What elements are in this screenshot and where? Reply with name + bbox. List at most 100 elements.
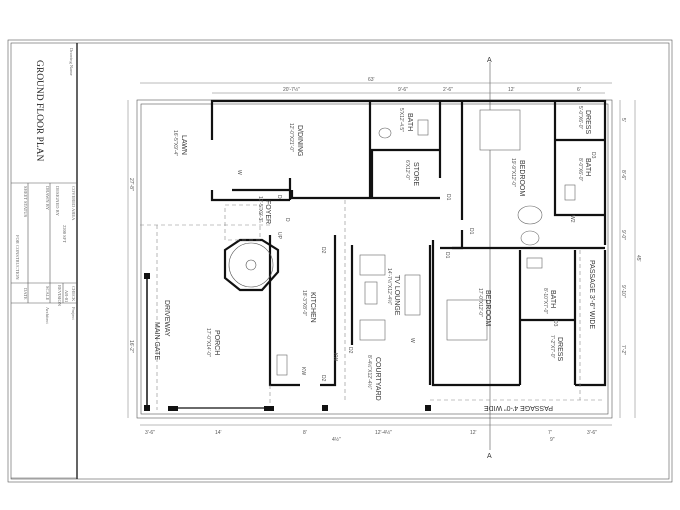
door-tag: D3 <box>590 152 596 159</box>
sheet-number: AR-01 <box>64 290 69 302</box>
date-label: DATE <box>23 288 28 300</box>
door-tag: D <box>276 195 282 199</box>
dim-right: 7'-2" <box>620 345 626 355</box>
store-name: STORE <box>412 162 419 186</box>
door-tag: D1 <box>468 228 474 235</box>
bath-3-name: BATH <box>549 290 556 308</box>
stove <box>276 354 288 376</box>
covered-area-label: COVERED AREA <box>71 186 76 221</box>
bedroom-2-size: 17'-0"X12'-0" <box>477 288 483 317</box>
scale-label: SCALE <box>45 286 50 301</box>
kitchen-size: 18'-3"X8'-0" <box>301 290 307 316</box>
dim-right: 9'-0" <box>620 230 626 240</box>
dining-size: 12'-0"X21'-0" <box>288 123 294 152</box>
dim-right: 9'-10" <box>620 285 626 298</box>
door-tag: D1 <box>444 252 450 259</box>
dim-top: 6' <box>577 87 581 93</box>
dim-bottom: 14' <box>215 430 222 436</box>
bed <box>479 109 521 151</box>
bath-2-size: 8'-0"X6'-0" <box>577 158 583 181</box>
plot-inner-boundary <box>140 103 609 415</box>
foyer-size: 12'-5"X9'-3" <box>257 196 263 222</box>
passage-side-label: PASSAGE 3'-6" WIDE <box>588 260 595 329</box>
window-tag: W <box>236 170 242 175</box>
dim-right: 8'-6" <box>620 170 626 180</box>
section-marker-bottom: A <box>487 453 492 460</box>
dim-top: 9'-6" <box>398 87 408 93</box>
porch-size: 17'-0"X14'-0" <box>205 328 211 357</box>
toilet <box>417 119 429 136</box>
covered-area-value: 2200 SFT <box>62 225 67 243</box>
dashed-outlines <box>140 200 605 410</box>
bath-name: BATH <box>406 113 413 131</box>
main-gate-label: MAIN GATE <box>153 322 160 360</box>
drawn-by-label: DRAWN BY <box>45 186 50 211</box>
driveway-label: DRIVEWAY <box>163 300 170 337</box>
project-label: Project <box>71 307 76 320</box>
bedroom-1-name: BEDROOM <box>518 160 525 196</box>
tv-lounge-size: 14'-7½"X12'-4½" <box>386 268 393 305</box>
bedroom-1-size: 19'-9"X12'-0" <box>510 158 516 187</box>
sofa <box>359 319 386 341</box>
door-tag: D3 <box>552 320 558 327</box>
sofa <box>404 274 421 316</box>
window-tag: W <box>409 338 415 343</box>
title-block: Drawing Name GROUND FLOOR PLAN COVERED A… <box>11 48 77 479</box>
level-mark: 4½" <box>332 436 341 443</box>
stair-up-tag: UP <box>276 232 282 240</box>
kitchen-window-tag: KW <box>332 353 338 361</box>
room-labels: LAWN 16'-5"X9'-4" D/DINING 12'-0"X21'-0"… <box>153 106 595 411</box>
columns <box>144 273 431 411</box>
check-label: CHECK <box>71 286 76 302</box>
dim-left-lower: 16'-2" <box>128 340 134 353</box>
dress-2-name: DRESS <box>556 337 563 361</box>
dim-top: 12' <box>508 87 515 93</box>
bedroom-2-name: BEDROOM <box>484 290 491 326</box>
section-marker-top: A <box>487 57 492 64</box>
dim-right-overall: 45' <box>635 255 641 262</box>
dim-bottom: 12' <box>470 430 477 436</box>
courtyard-size: 8'-4½"X12'-4½" <box>366 355 373 390</box>
bath-size: 5'X12'-4.5" <box>398 108 404 132</box>
level-mark: 9" <box>550 437 555 443</box>
door-tag: D2 <box>320 375 326 382</box>
architect-label: Architect <box>45 307 50 324</box>
door-tag: D <box>284 218 290 222</box>
door-tag: D2 <box>320 247 326 254</box>
bath-3-size: 8'-10"X7'-0" <box>542 288 548 314</box>
door-tag: D2 <box>347 347 353 354</box>
sheet-status-value: FOR CONSTRUCTION <box>15 235 20 280</box>
kitchen-window-tag: KW <box>300 367 306 375</box>
door-tag: D1 <box>445 194 451 201</box>
stair-landing <box>224 204 261 241</box>
dim-bottom: 3'-6" <box>587 430 597 436</box>
bath-2-name: BATH <box>584 158 591 176</box>
toilet <box>564 184 576 201</box>
chair <box>520 230 540 246</box>
foyer-name: FOYER <box>264 200 271 224</box>
sheet-status-label: SHEET STATUS <box>23 186 28 218</box>
dim-top-overall: 63' <box>368 77 375 83</box>
lawn-name: LAWN <box>180 135 187 155</box>
sheet-border <box>7 39 673 483</box>
chair <box>517 205 543 225</box>
courtyard-name: COURTYARD <box>374 357 381 401</box>
drawing-name-label: Drawing Name <box>69 48 74 76</box>
table <box>364 281 378 305</box>
sheet-inner-border <box>10 42 670 480</box>
walls <box>210 99 607 387</box>
dress-2-size: 7'-2"X7'-0" <box>549 335 555 358</box>
dim-left-overall: 27'-8" <box>128 178 134 191</box>
kitchen-name: KITCHEN <box>309 292 316 323</box>
dress-1-size: 5'-0"X6'-0" <box>577 106 583 129</box>
store-size: 6'X12'-0" <box>404 160 410 180</box>
revision-label: REVISION <box>57 285 62 307</box>
dim-top: 2'-6" <box>443 87 453 93</box>
opening-tags: W D D UP D1 D1 D1 W2 D3 D3 D2 D2 D2 KW K… <box>236 152 596 382</box>
dim-bottom: 7' <box>548 430 552 436</box>
tv-lounge-name: TV LOUNGE <box>393 275 400 316</box>
dim-right: 5' <box>620 118 626 122</box>
spiral-staircase <box>223 238 280 292</box>
lawn-size: 16'-5"X9'-4" <box>172 130 178 156</box>
